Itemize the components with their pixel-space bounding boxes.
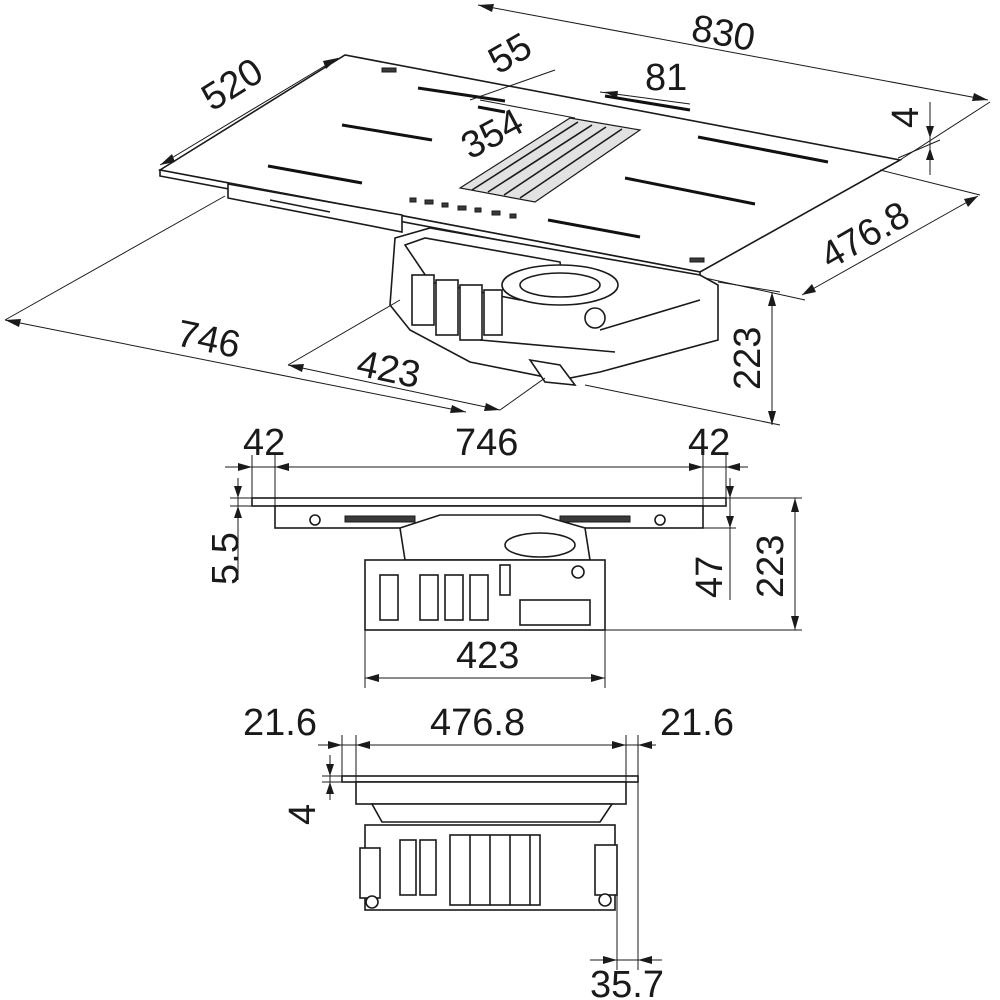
dim-front-top-row: 42 746 42 bbox=[225, 422, 748, 510]
dim-35-7-label: 35.7 bbox=[590, 964, 664, 1000]
downdraft-vent bbox=[458, 117, 642, 203]
side-glass bbox=[341, 775, 639, 783]
dim-223-front-label: 223 bbox=[750, 535, 792, 598]
front-frame-vents bbox=[309, 514, 666, 526]
dim-side-right-21-6-label: 21.6 bbox=[660, 702, 734, 744]
side-fan-module bbox=[359, 824, 618, 911]
dim-side-top-row: 21.6 476.8 21.6 bbox=[243, 702, 734, 782]
side-view: 21.6 476.8 21.6 4 35.7 bbox=[243, 702, 734, 1000]
under-frame bbox=[227, 183, 403, 233]
dim-55-label: 55 bbox=[482, 25, 540, 83]
dim-223-top-label: 223 bbox=[727, 327, 769, 390]
dim-746-top-label: 746 bbox=[173, 313, 244, 367]
dim-423-front: 423 bbox=[364, 600, 606, 688]
dim-223-front: 223 bbox=[605, 497, 802, 631]
dim-4-top: 4 bbox=[885, 102, 941, 175]
side-frame bbox=[355, 781, 627, 805]
fan-module bbox=[389, 227, 719, 386]
dim-5-5: 5.5 bbox=[205, 478, 252, 585]
dim-front-746-label: 746 bbox=[455, 422, 518, 464]
dim-223-top: 223 bbox=[584, 281, 781, 426]
dim-47: 47 bbox=[689, 478, 736, 600]
cooking-zone-marks bbox=[267, 86, 829, 239]
front-glass bbox=[251, 497, 727, 507]
side-tray bbox=[370, 803, 614, 823]
front-fan-module bbox=[364, 514, 606, 631]
dim-47-label: 47 bbox=[689, 556, 731, 598]
dim-4-side: 4 bbox=[282, 755, 342, 825]
dim-423-front-label: 423 bbox=[456, 635, 519, 677]
dim-81: 81 bbox=[599, 57, 691, 105]
dim-front-right-42-label: 42 bbox=[688, 422, 730, 464]
dim-35-7: 35.7 bbox=[590, 782, 664, 1000]
dim-81-label: 81 bbox=[645, 57, 687, 99]
dim-830-label: 830 bbox=[688, 8, 758, 60]
dim-front-left-42-label: 42 bbox=[243, 422, 285, 464]
front-view: 42 746 42 5.5 47 223 bbox=[205, 422, 802, 688]
dim-476-8-label: 476.8 bbox=[814, 194, 917, 278]
dim-side-476-8-label: 476.8 bbox=[430, 702, 525, 744]
dim-423-top-label: 423 bbox=[353, 343, 424, 397]
control-panel-marks bbox=[381, 67, 705, 263]
dim-4-side-label: 4 bbox=[282, 804, 324, 825]
dim-side-left-21-6-label: 21.6 bbox=[243, 702, 317, 744]
isometric-view: 830 520 55 81 354 bbox=[4, 4, 991, 426]
dim-5-5-label: 5.5 bbox=[205, 532, 247, 585]
dim-4-top-label: 4 bbox=[885, 107, 927, 128]
